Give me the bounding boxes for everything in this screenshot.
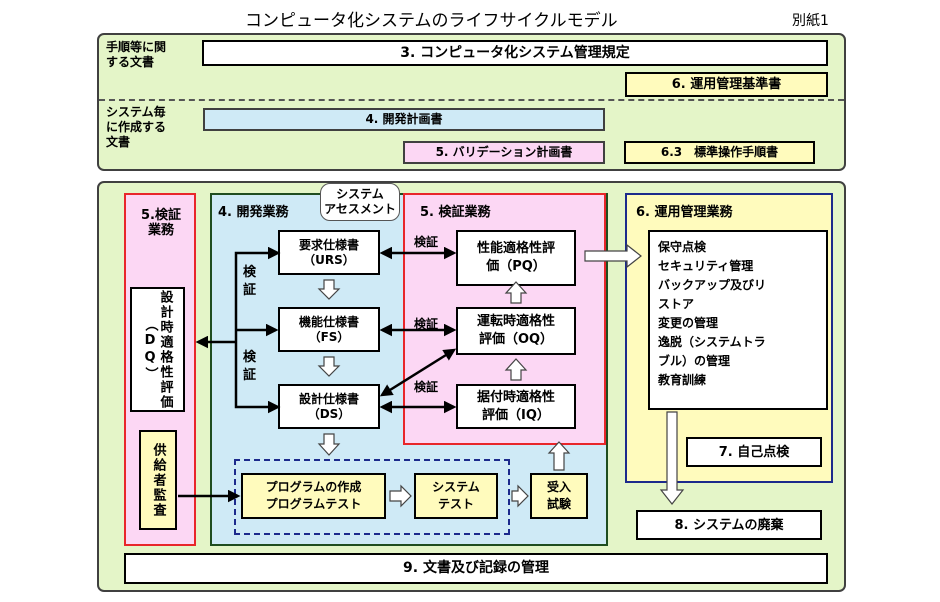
ops-management-standard: 6. 運用管理基準書 [625,72,828,97]
csv-management-rules: 3. コンピュータ化システム管理規定 [202,40,828,66]
verify-label-urs-fs: 検 証 [243,265,257,298]
system-test-box: システム テスト [414,473,498,519]
attachment-label: 別紙1 [792,13,829,29]
program-creation-box: プログラムの作成 プログラムテスト [241,473,386,519]
standard-operating-procedure: 6.3 標準操作手順書 [624,141,815,164]
verification-title: 5. 検証業務 [420,205,491,220]
fs-box: 機能仕様書 （FS） [278,307,380,352]
procedures-docs-label: 手順等に関 する文書 [106,40,167,69]
left-verification-title: 5.検証 業務 [141,208,181,238]
pq-box: 性能適格性評 価（PQ） [456,230,576,286]
operations-title: 6. 運用管理業務 [636,205,733,220]
system-decommission-box: 8. システムの廃棄 [636,510,822,540]
system-assessment: システム アセスメント [320,183,400,221]
urs-box: 要求仕様書 （URS） [278,230,380,275]
system-docs-label: システム毎 に作成する 文書 [106,105,167,149]
verify-label-oq: 検証 [414,317,439,331]
oq-box: 運転時適格性 評価（OQ） [456,307,576,355]
supplier-audit-box: 供給者監査 [139,430,177,530]
records-management-box: 9. 文書及び記録の管理 [124,553,828,584]
operations-items: 保守点検 セキュリティ管理 バックアップ及びリ ストア 変更の管理 逸脱（システ… [648,230,828,410]
verify-label-pq: 検証 [414,235,439,249]
validation-plan: 5. バリデーション計画書 [403,141,605,164]
dq-box: 設計時適格性評価（DQ） [130,287,185,412]
verify-label-fs-ds: 検 証 [243,350,257,383]
verify-label-iq: 検証 [414,380,439,394]
page-title: コンピュータ化システムのライフサイクルモデル [245,11,618,31]
ds-box: 設計仕様書 （DS） [278,384,380,429]
self-inspection-box: 7. 自己点検 [686,437,822,467]
iq-box: 据付時適格性 評価（IQ） [456,384,576,429]
development-plan: 4. 開発計画書 [203,108,605,131]
development-title: 4. 開発業務 [218,205,289,220]
panel-divider [99,99,844,101]
acceptance-test-box: 受入 試験 [530,473,588,519]
